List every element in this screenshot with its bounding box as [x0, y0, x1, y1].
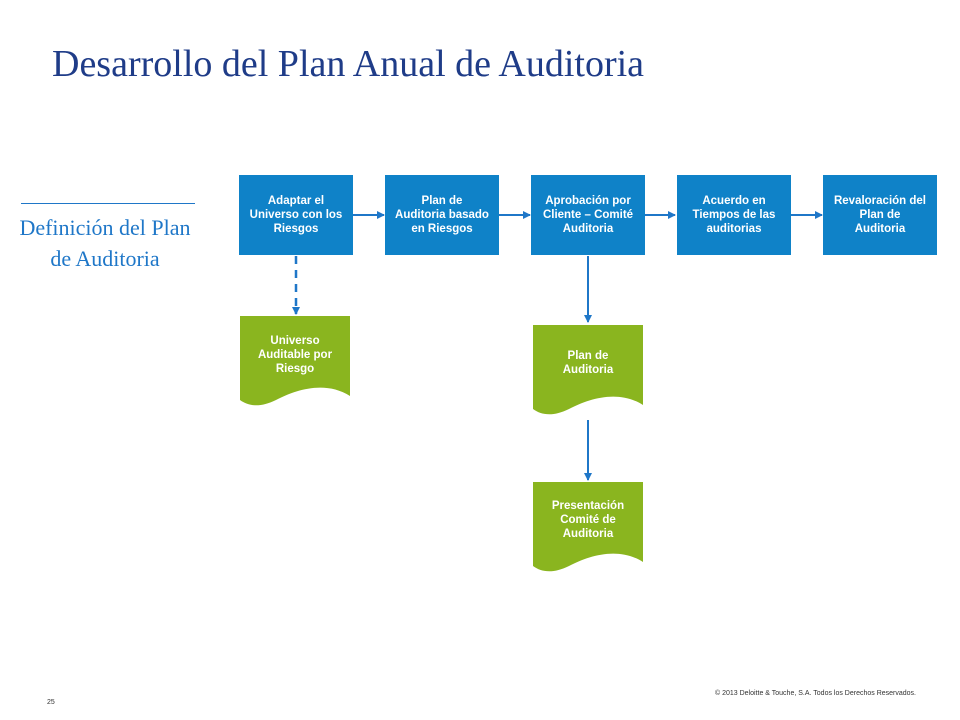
- document-shape: [533, 482, 643, 572]
- process-step-aprobacion-cliente: Aprobación por Cliente – Comité Auditori…: [531, 175, 645, 255]
- process-step-plan-basado-riesgos: Plan de Auditoria basado en Riesgos: [385, 175, 499, 255]
- document-universo-auditable: Universo Auditable por Riesgo: [240, 316, 350, 408]
- side-label: Definición del Plan de Auditoria: [19, 215, 191, 271]
- document-label: Universo Auditable por Riesgo: [257, 335, 333, 375]
- document-plan-auditoria: Plan de Auditoria: [533, 325, 643, 417]
- document-shape: [240, 316, 350, 406]
- process-step-adaptar-universo: Adaptar el Universo con los Riesgos: [239, 175, 353, 255]
- process-step-acuerdo-tiempos: Acuerdo en Tiempos de las auditorias: [677, 175, 791, 255]
- slide-title: Desarrollo del Plan Anual de Auditoria: [52, 43, 645, 85]
- document-shape: [533, 325, 643, 415]
- page-number: 25: [47, 699, 55, 706]
- document-label: Plan de Auditoria: [562, 350, 614, 376]
- process-step-revaloracion-plan: Revaloración del Plan de Auditoria: [823, 175, 937, 255]
- document-presentacion-comite: Presentación Comité de Auditoria: [533, 482, 643, 574]
- document-label: Presentación Comité de Auditoria: [551, 500, 625, 540]
- copyright-notice: © 2013 Deloitte & Touche, S.A. Todos los…: [714, 690, 916, 697]
- side-label-divider: [21, 203, 195, 204]
